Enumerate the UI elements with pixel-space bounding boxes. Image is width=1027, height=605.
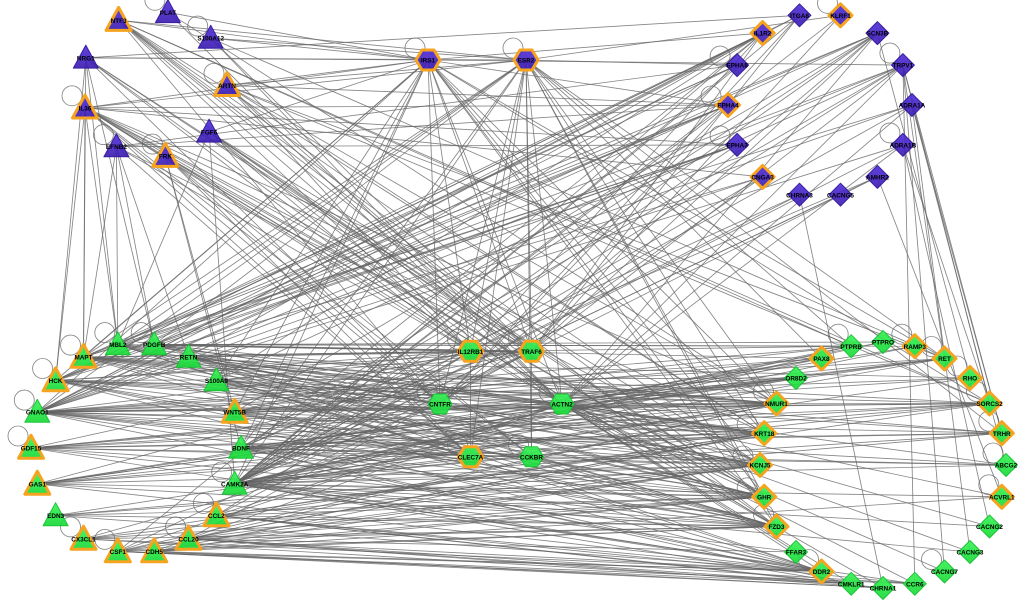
svg-text:RHO: RHO xyxy=(963,376,977,383)
svg-text:EPHA4: EPHA4 xyxy=(717,103,739,110)
svg-text:ADRA1A: ADRA1A xyxy=(899,103,926,110)
svg-text:TRHR: TRHR xyxy=(993,431,1011,438)
svg-text:S100A9: S100A9 xyxy=(205,378,229,385)
svg-text:CACNG3: CACNG3 xyxy=(957,550,984,557)
svg-text:FZD3: FZD3 xyxy=(769,524,785,531)
svg-text:EFNB2: EFNB2 xyxy=(106,144,127,151)
svg-text:CNTFR: CNTFR xyxy=(429,402,451,409)
svg-text:DDR2: DDR2 xyxy=(813,569,831,576)
svg-text:WNT5B: WNT5B xyxy=(223,410,246,417)
svg-text:CNGA3: CNGA3 xyxy=(751,175,774,182)
svg-text:KRT18: KRT18 xyxy=(754,431,775,438)
svg-text:CHRNA1: CHRNA1 xyxy=(870,586,897,593)
svg-text:FRK: FRK xyxy=(159,154,173,161)
svg-text:AMHR2: AMHR2 xyxy=(866,175,889,182)
svg-text:RAMP3: RAMP3 xyxy=(904,344,927,351)
svg-text:BDNF: BDNF xyxy=(232,446,250,453)
svg-text:CAMK2A: CAMK2A xyxy=(221,482,249,489)
svg-text:NTF3: NTF3 xyxy=(111,18,127,25)
svg-text:IL1R2: IL1R2 xyxy=(754,31,772,38)
svg-text:EPHA8: EPHA8 xyxy=(726,63,748,70)
svg-text:PLAT: PLAT xyxy=(160,10,176,17)
svg-text:HCK: HCK xyxy=(49,378,63,385)
svg-text:IL12RB1: IL12RB1 xyxy=(458,349,484,356)
svg-text:TRAF6: TRAF6 xyxy=(521,349,542,356)
svg-text:ACTN2: ACTN2 xyxy=(551,402,573,409)
svg-text:ESR2: ESR2 xyxy=(518,58,535,65)
svg-text:PTPRB: PTPRB xyxy=(840,344,862,351)
svg-text:TRPV1: TRPV1 xyxy=(893,63,914,70)
svg-text:IL36: IL36 xyxy=(79,105,92,112)
svg-text:ABCG2: ABCG2 xyxy=(995,463,1018,470)
svg-text:CMKLR1: CMKLR1 xyxy=(838,581,865,588)
svg-text:CACNG2: CACNG2 xyxy=(976,524,1003,531)
svg-text:PTPRO: PTPRO xyxy=(872,340,894,347)
svg-text:CCL20: CCL20 xyxy=(178,537,199,544)
svg-text:SORCS2: SORCS2 xyxy=(976,401,1003,408)
svg-text:PAX8: PAX8 xyxy=(813,356,830,363)
svg-text:EDN3: EDN3 xyxy=(47,513,64,520)
svg-text:ACVRL1: ACVRL1 xyxy=(989,494,1015,501)
svg-text:MAPT: MAPT xyxy=(74,355,92,362)
svg-text:CHRNA3: CHRNA3 xyxy=(786,192,813,199)
svg-text:RET: RET xyxy=(938,356,951,363)
svg-text:KLRF1: KLRF1 xyxy=(830,13,851,20)
svg-text:CCKBR: CCKBR xyxy=(520,454,543,461)
svg-text:IRS1: IRS1 xyxy=(421,58,436,65)
svg-text:ADRA1B: ADRA1B xyxy=(890,143,917,150)
svg-text:S100A12: S100A12 xyxy=(197,36,224,43)
svg-text:MBL2: MBL2 xyxy=(109,342,127,349)
svg-text:GAS1: GAS1 xyxy=(29,482,47,489)
svg-text:CACNG5: CACNG5 xyxy=(827,192,854,199)
svg-text:EPHA3: EPHA3 xyxy=(726,143,748,150)
svg-text:CLEC7A: CLEC7A xyxy=(458,454,484,461)
svg-text:CSF1: CSF1 xyxy=(110,549,127,556)
svg-text:NMUR1: NMUR1 xyxy=(765,401,788,408)
svg-text:RETN: RETN xyxy=(180,355,198,362)
svg-text:ARTN: ARTN xyxy=(218,83,236,90)
svg-text:CDH5: CDH5 xyxy=(145,549,163,556)
svg-text:OR8D2: OR8D2 xyxy=(785,376,807,383)
svg-text:KCNJ5: KCNJ5 xyxy=(750,463,771,470)
svg-text:CCL2: CCL2 xyxy=(208,513,225,520)
svg-text:FGF6: FGF6 xyxy=(201,130,218,137)
svg-text:GNAO1: GNAO1 xyxy=(26,410,49,417)
svg-text:NRG1: NRG1 xyxy=(77,55,95,62)
svg-text:SCN3B: SCN3B xyxy=(867,31,889,38)
svg-text:GDF15: GDF15 xyxy=(21,446,42,453)
svg-text:ITGA8: ITGA8 xyxy=(790,13,809,20)
svg-text:FFAR3: FFAR3 xyxy=(786,550,807,557)
svg-text:PDGFB: PDGFB xyxy=(143,342,166,349)
svg-text:CACNG7: CACNG7 xyxy=(931,569,958,576)
svg-text:CX3CL1: CX3CL1 xyxy=(71,537,96,544)
svg-text:GHR: GHR xyxy=(757,494,772,501)
svg-text:CCR6: CCR6 xyxy=(906,581,924,588)
